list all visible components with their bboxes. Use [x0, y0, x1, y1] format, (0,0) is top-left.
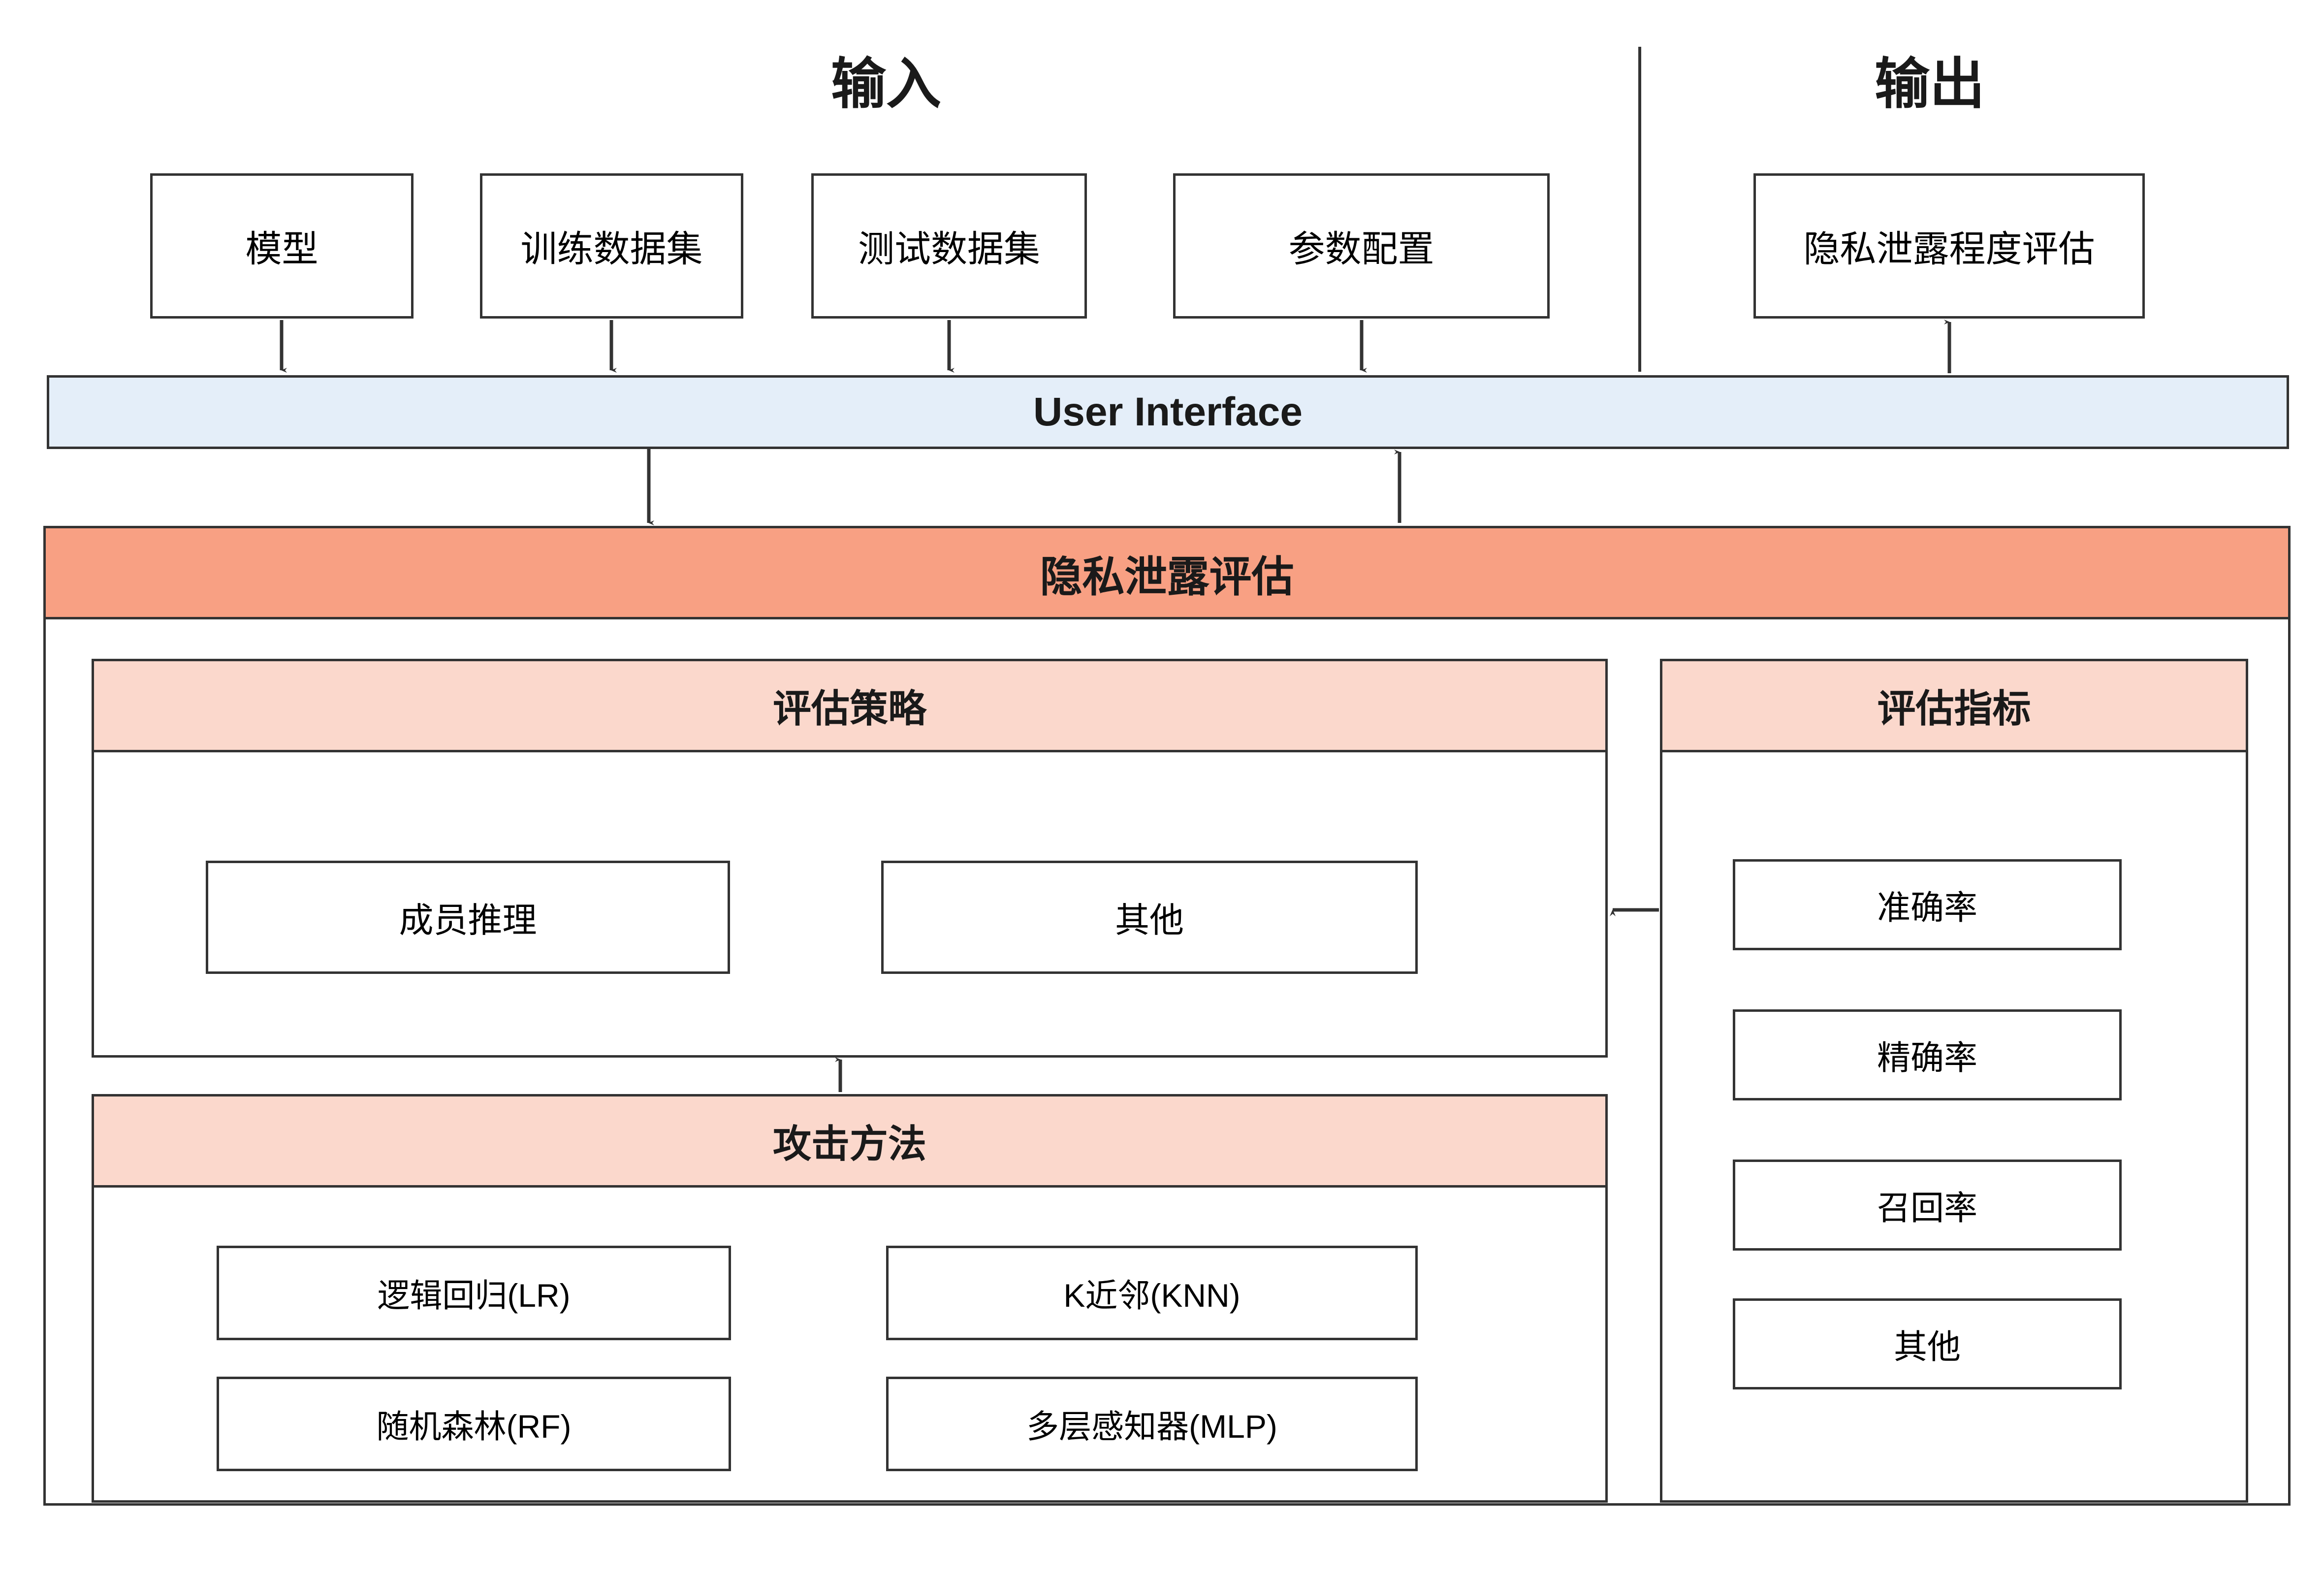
input-box-training-dataset-label: 训练数据集	[520, 228, 703, 269]
privacy-assessment-title: 隐私泄露评估	[1040, 553, 1294, 601]
strategy-item-membership-inference[interactable]: 成员推理	[206, 861, 730, 974]
user-interface-label: User Interface	[1033, 389, 1303, 434]
metric-item-recall-label: 召回率	[1877, 1190, 1977, 1227]
attack-item-mlp-label: 多层感知器(MLP)	[1026, 1408, 1277, 1445]
attack-method-header: 攻击方法	[92, 1094, 1608, 1188]
metric-item-precision[interactable]: 精确率	[1733, 1009, 2122, 1100]
input-section-title: 输入	[831, 53, 941, 115]
input-box-parameter-config-label: 参数配置	[1288, 228, 1434, 269]
input-box-test-dataset[interactable]: 测试数据集	[811, 173, 1087, 319]
evaluation-metrics-header: 评估指标	[1660, 659, 2248, 752]
evaluation-metrics-title: 评估指标	[1877, 687, 2031, 730]
strategy-item-other[interactable]: 其他	[881, 861, 1418, 974]
input-output-divider	[1638, 47, 1641, 372]
strategy-item-other-label: 其他	[1115, 901, 1184, 939]
metric-item-other[interactable]: 其他	[1733, 1298, 2122, 1389]
metric-item-accuracy-label: 准确率	[1877, 889, 1977, 927]
attack-item-logistic-regression[interactable]: 逻辑回归(LR)	[217, 1246, 731, 1340]
attack-item-knn-label: K近邻(KNN)	[1063, 1277, 1241, 1314]
attack-method-title: 攻击方法	[772, 1122, 926, 1165]
attack-item-random-forest-label: 随机森林(RF)	[376, 1408, 572, 1445]
privacy-assessment-header: 隐私泄露评估	[43, 526, 2291, 619]
metric-item-other-label: 其他	[1893, 1328, 1961, 1366]
evaluation-strategy-header: 评估策略	[92, 659, 1608, 752]
input-box-training-dataset[interactable]: 训练数据集	[480, 173, 743, 319]
attack-item-mlp[interactable]: 多层感知器(MLP)	[886, 1377, 1418, 1471]
output-box-privacy-leakage-assessment-label: 隐私泄露程度评估	[1803, 228, 2095, 269]
attack-item-random-forest[interactable]: 随机森林(RF)	[217, 1377, 731, 1471]
input-box-parameter-config[interactable]: 参数配置	[1173, 173, 1550, 319]
evaluation-strategy-title: 评估策略	[772, 687, 926, 730]
attack-item-logistic-regression-label: 逻辑回归(LR)	[377, 1277, 571, 1314]
attack-item-knn[interactable]: K近邻(KNN)	[886, 1246, 1418, 1340]
input-box-test-dataset-label: 测试数据集	[858, 228, 1040, 269]
input-box-model-label: 模型	[245, 228, 318, 269]
output-box-privacy-leakage-assessment[interactable]: 隐私泄露程度评估	[1753, 173, 2145, 319]
strategy-item-membership-inference-label: 成员推理	[399, 901, 537, 939]
output-section-title: 输出	[1875, 53, 1985, 115]
metric-item-recall[interactable]: 召回率	[1733, 1160, 2122, 1251]
user-interface-bar[interactable]: User Interface	[47, 375, 2289, 449]
metric-item-accuracy[interactable]: 准确率	[1733, 859, 2122, 950]
metric-item-precision-label: 精确率	[1877, 1039, 1977, 1077]
input-box-model[interactable]: 模型	[150, 173, 414, 319]
